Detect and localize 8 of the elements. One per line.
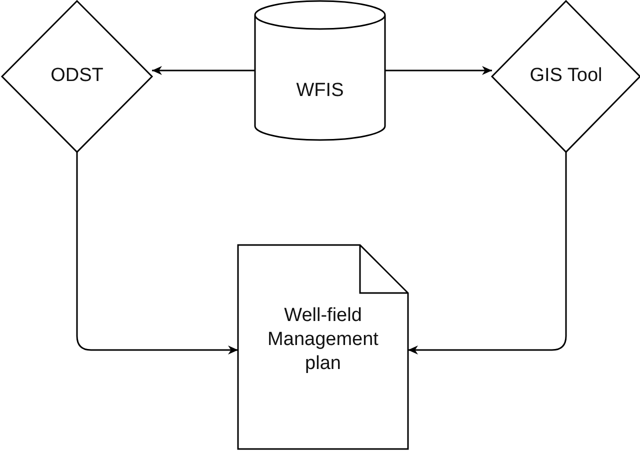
arrow (385, 66, 492, 75)
arrow (152, 66, 255, 75)
arrow (76, 152, 238, 354)
node-label: ODST (50, 64, 104, 88)
node-label: Well-field Management plan (266, 304, 380, 376)
arrow (408, 152, 567, 354)
node-label: WFIS (296, 79, 344, 103)
node-label: GIS Tool (530, 64, 602, 88)
